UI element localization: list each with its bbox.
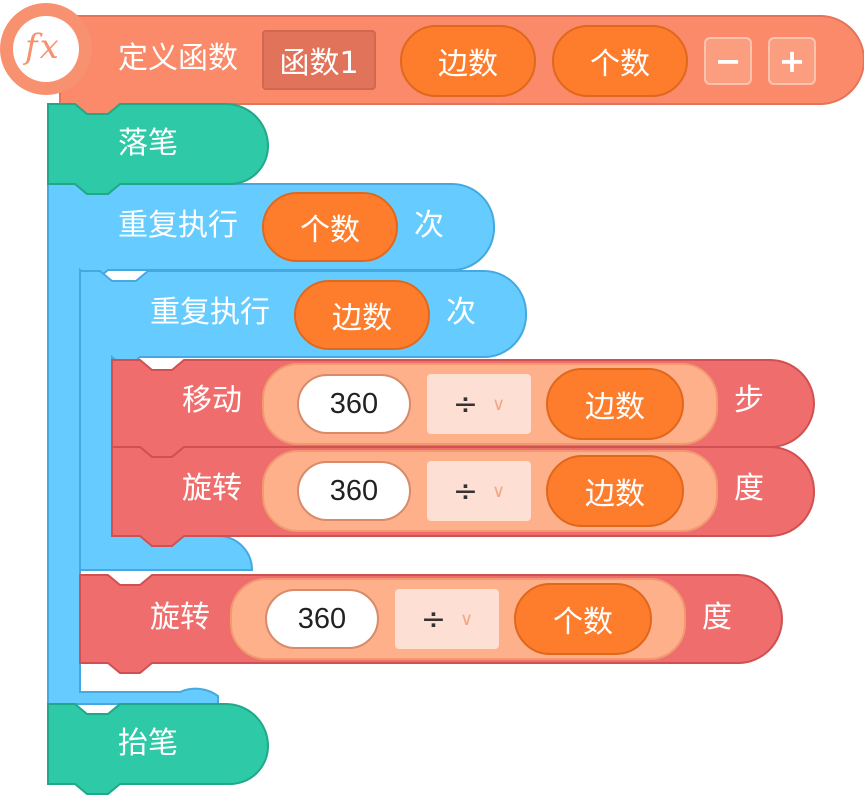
function-name-field[interactable]: 函数1 <box>262 30 376 90</box>
outer-repeat-count-var[interactable]: 个数 <box>262 192 398 262</box>
move-variable[interactable]: 边数 <box>546 368 684 440</box>
move-unit: 步 <box>734 383 764 418</box>
param-count[interactable]: 个数 <box>552 25 688 97</box>
chevron-down-icon: ∨ <box>491 480 506 502</box>
chevron-down-icon: ∨ <box>491 393 506 415</box>
divide-operator: ÷ <box>452 473 478 509</box>
param-sides[interactable]: 边数 <box>400 25 536 97</box>
turn-inner-unit: 度 <box>734 471 764 506</box>
inner-repeat-count-var[interactable]: 边数 <box>294 280 430 350</box>
inner-repeat-suffix: 次 <box>446 295 476 330</box>
turn-inner-number-input[interactable]: 360 <box>297 461 411 521</box>
chevron-down-icon: ∨ <box>459 608 474 630</box>
turn-outer-variable[interactable]: 个数 <box>514 583 652 655</box>
turn-outer-unit: 度 <box>702 600 732 635</box>
turn-outer-label: 旋转 <box>150 600 210 635</box>
outer-repeat-prefix: 重复执行 <box>118 208 238 243</box>
turn-inner-label: 旋转 <box>182 471 242 506</box>
define-function-label: 定义函数 <box>118 41 238 76</box>
turn-outer-operator-dropdown[interactable]: ÷ ∨ <box>395 589 499 649</box>
pen-up-block[interactable] <box>47 703 270 795</box>
turn-inner-operator-dropdown[interactable]: ÷ ∨ <box>427 461 531 521</box>
inner-repeat-prefix: 重复执行 <box>150 295 270 330</box>
pen-down-block[interactable] <box>47 103 270 195</box>
add-param-button[interactable]: + <box>768 37 816 85</box>
inner-repeat-block[interactable] <box>79 270 528 571</box>
move-label: 移动 <box>182 383 242 418</box>
turn-outer-number-input[interactable]: 360 <box>265 589 379 649</box>
move-number-input[interactable]: 360 <box>297 374 411 434</box>
turn-inner-variable[interactable]: 边数 <box>546 455 684 527</box>
outer-repeat-suffix: 次 <box>414 208 444 243</box>
outer-repeat-block[interactable] <box>47 183 496 705</box>
remove-param-button[interactable]: − <box>704 37 752 85</box>
move-operator-dropdown[interactable]: ÷ ∨ <box>427 374 531 434</box>
fx-icon: fx <box>25 27 61 67</box>
pen-down-label: 落笔 <box>118 126 178 161</box>
pen-up-label: 抬笔 <box>118 726 178 761</box>
divide-operator: ÷ <box>420 601 446 637</box>
fx-icon-circle <box>13 16 79 82</box>
divide-operator: ÷ <box>452 386 478 422</box>
